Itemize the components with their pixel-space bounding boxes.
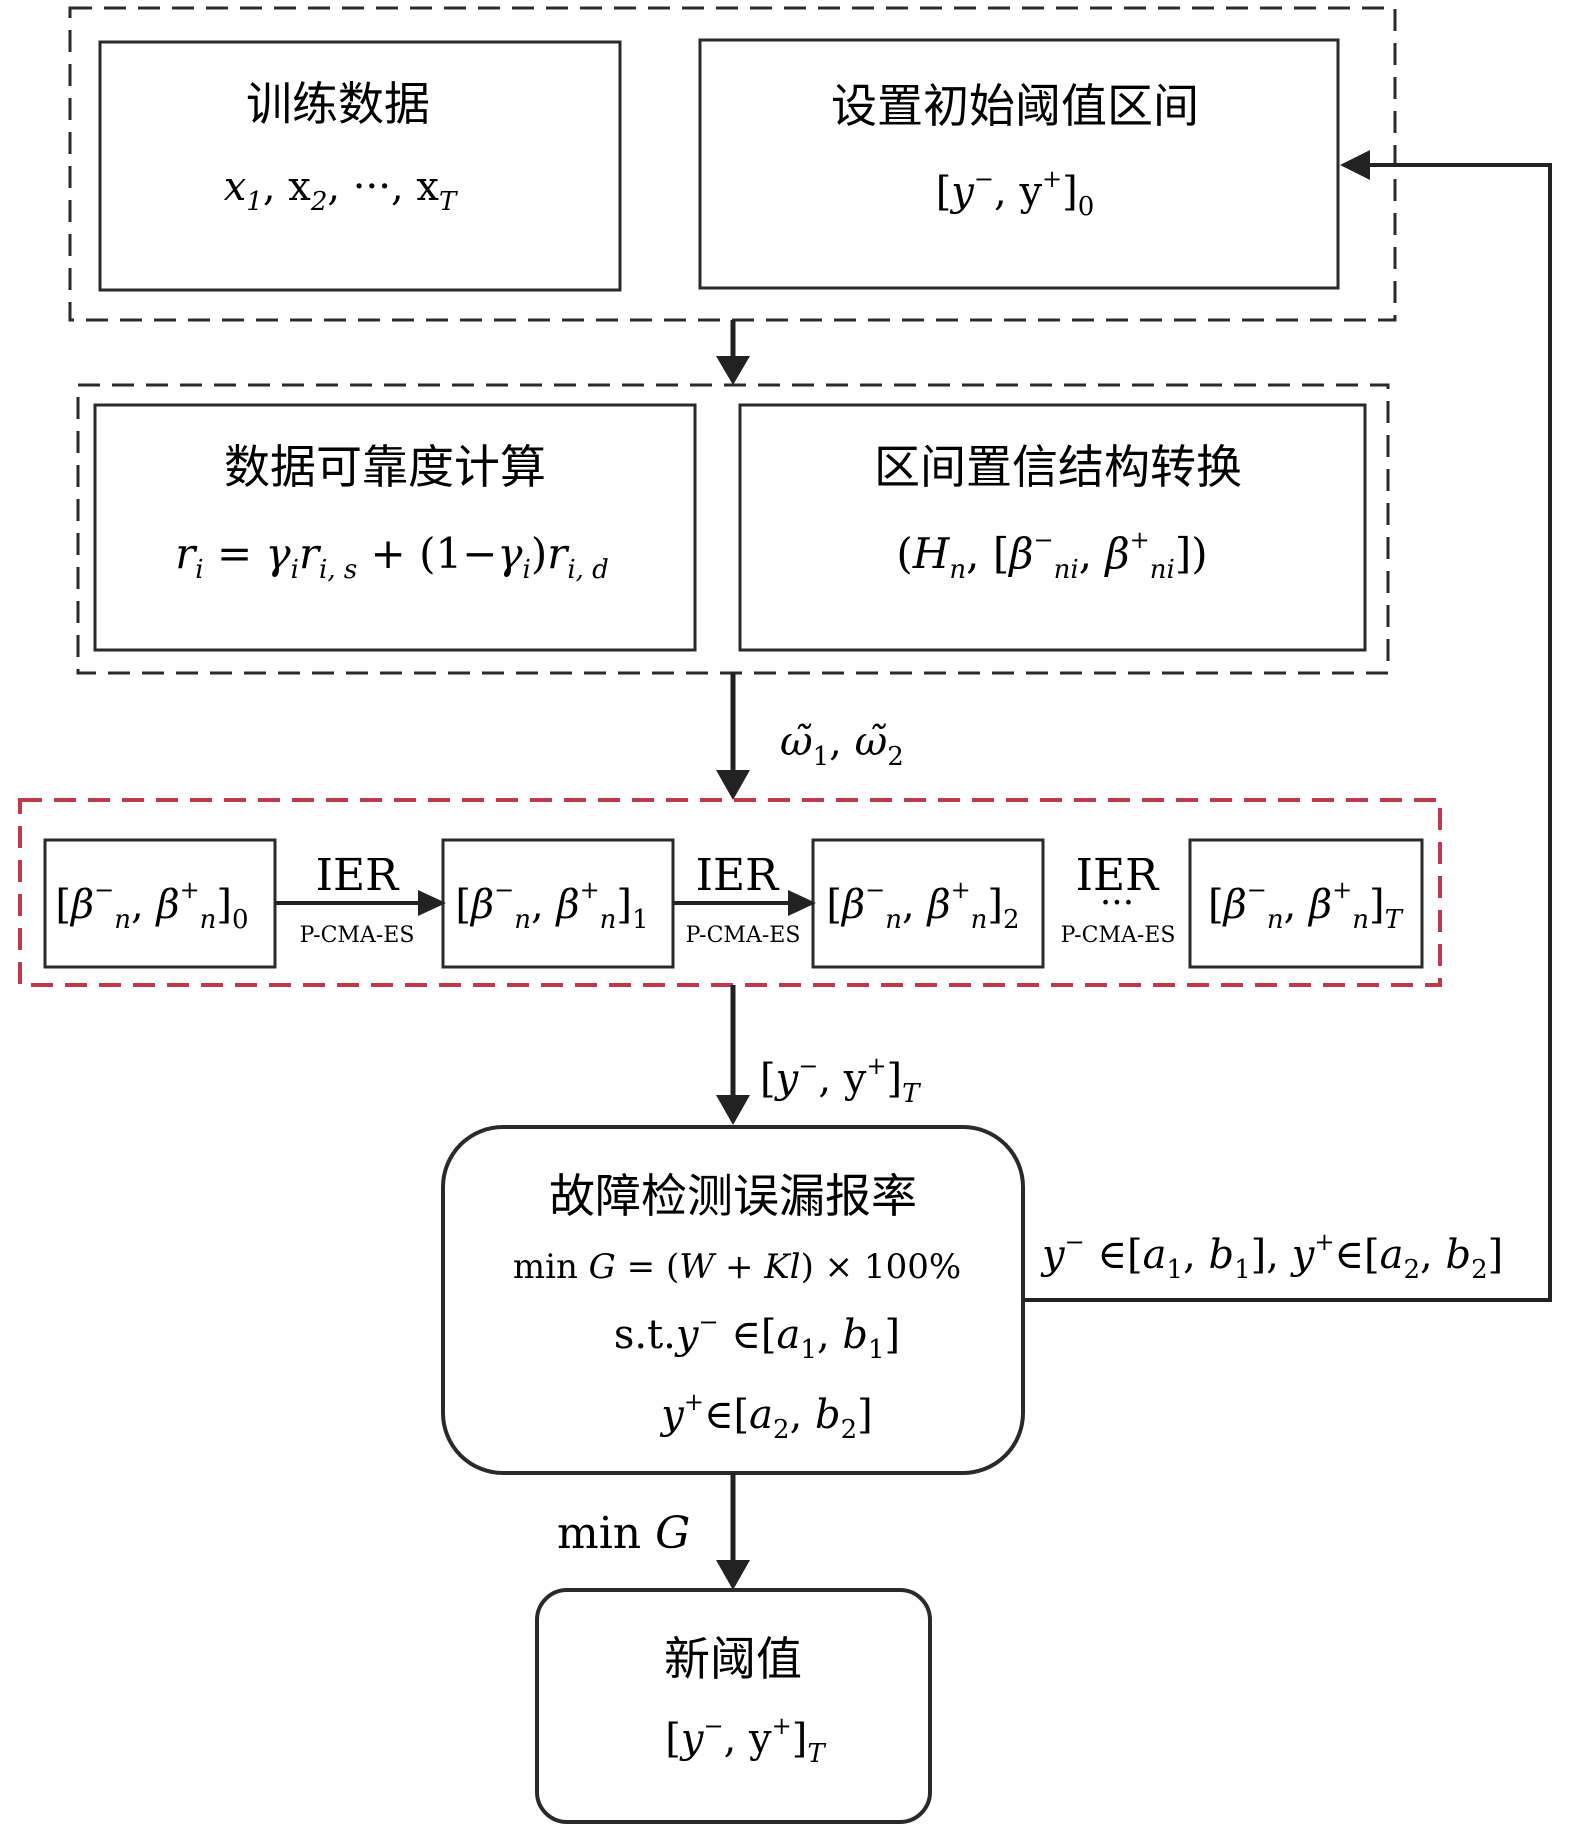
state-box-1: [β−n, β+n]1 (441, 838, 675, 969)
step-sublabel-1: P-CMA-ES (300, 923, 415, 948)
arrow-head-4 (716, 1560, 750, 1590)
conversion-box: 区间置信结构转换 (Hn, [β−ni, β+ni]) (738, 403, 1367, 652)
state-box-T: [β−n, β+n]T (1188, 838, 1424, 969)
new-threshold-formula: [y−, y+]T (665, 1712, 826, 1769)
state-box-2: [β−n, β+n]2 (811, 838, 1045, 969)
reliability-title: 数据可靠度计算 (224, 440, 546, 494)
step-label-1: IER (316, 850, 401, 901)
initial-threshold-title: 设置初始阈值区间 (831, 79, 1199, 133)
conversion-title: 区间置信结构转换 (874, 440, 1242, 494)
state-label-0: [β−n, β+n]0 (55, 876, 248, 935)
training-data-box: 训练数据 x1, x2, ···, xT (98, 40, 622, 292)
threshold-out-label: [y−, y+]T (760, 1052, 921, 1109)
weights-label: ω̃1, ω̃2 (780, 719, 904, 772)
fault-rate-objective: min G = (W + Kl) × 100% (513, 1247, 961, 1287)
feedback-arrow-head (1340, 150, 1370, 180)
step-ellipsis: ··· (1100, 883, 1134, 924)
fault-rate-box: 故障检测误漏报率 min G = (W + Kl) × 100% s.t.y− … (441, 1125, 1025, 1475)
arrow-head-2 (716, 770, 750, 800)
conversion-formula: (Hn, [β−ni, β+ni]) (896, 526, 1207, 585)
new-threshold-title: 新阈值 (664, 1632, 802, 1686)
initial-threshold-formula: [y−, y+]0 (936, 165, 1095, 222)
step-sublabel-2: P-CMA-ES (686, 923, 801, 948)
reliability-box: 数据可靠度计算 ri = γiri, s + (1−γi)ri, d (93, 403, 697, 652)
state-label-1: [β−n, β+n]1 (455, 876, 648, 935)
step-label-3: IER (1076, 850, 1161, 901)
training-data-title: 训练数据 (246, 77, 430, 131)
group-iteration (18, 798, 1442, 987)
feedback-label: y− ∈[a1, b1], y+∈[a2, b2] (1040, 1228, 1503, 1285)
initial-threshold-box: 设置初始阈值区间 [y−, y+]0 (698, 38, 1340, 290)
step-label-2: IER (696, 850, 781, 901)
fault-rate-constraint-2: y+∈[a2, b2] (659, 1388, 873, 1445)
step-sublabel-3: P-CMA-ES (1061, 923, 1176, 948)
minimize-label: min G (557, 1508, 690, 1559)
arrow-head-1 (716, 356, 750, 385)
state-label-T: [β−n, β+n]T (1208, 876, 1404, 935)
feedback-line (1023, 163, 1552, 1302)
reliability-formula: ri = γiri, s + (1−γi)ri, d (175, 529, 609, 585)
arrow-head-3 (716, 1095, 750, 1125)
fault-rate-title: 故障检测误漏报率 (549, 1169, 917, 1223)
training-data-formula: x1, x2, ···, xT (224, 164, 458, 217)
step-arrow-head-2 (788, 890, 816, 916)
state-label-2: [β−n, β+n]2 (826, 876, 1019, 935)
state-box-0: [β−n, β+n]0 (43, 838, 277, 969)
step-arrow-head-1 (418, 890, 446, 916)
fault-rate-constraint-1: s.t.y− ∈[a1, b1] (614, 1308, 900, 1365)
new-threshold-box: 新阈值 [y−, y+]T (535, 1588, 932, 1824)
